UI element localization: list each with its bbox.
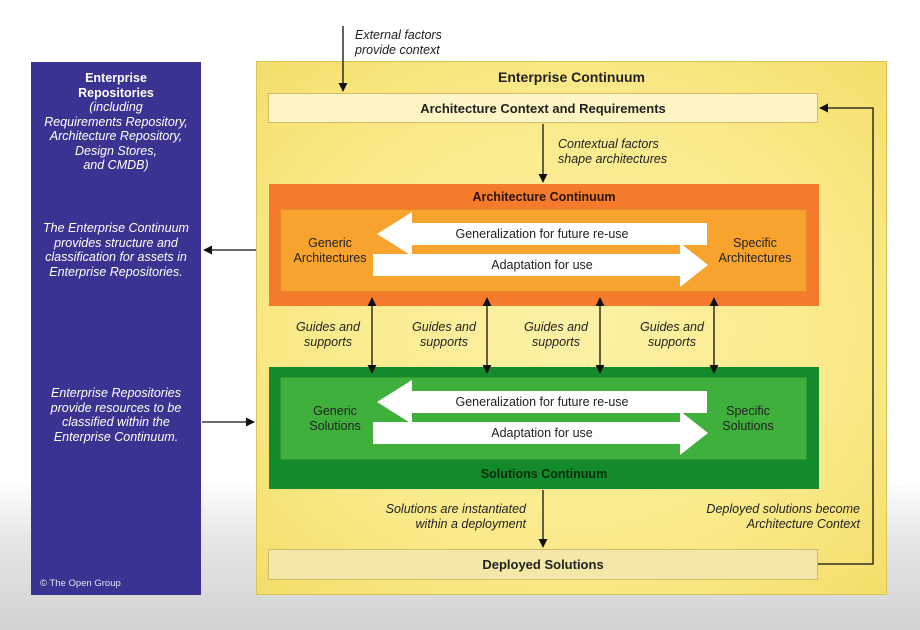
resources-classified-text: Enterprise Repositories provide resource… <box>50 386 182 444</box>
guides-supports-label-4: Guides and supports <box>640 320 704 349</box>
specific-architectures-label: Specific Architectures <box>718 236 792 265</box>
architecture-context-label: Architecture Context and Requirements <box>420 100 666 116</box>
deployed-solutions-box: Deployed Solutions <box>268 549 818 580</box>
specific-solutions-label: Specific Solutions <box>722 404 774 433</box>
guides-supports-label-2: Guides and supports <box>412 320 476 349</box>
sol-generalization-arrow <box>377 380 707 424</box>
arch-adaptation-label: Adaptation for use <box>491 258 593 272</box>
structure-classification-text: The Enterprise Continuum provides struct… <box>43 221 189 279</box>
sol-adaptation-arrow <box>373 411 708 455</box>
instantiated-label: Solutions are instantiated within a depl… <box>385 502 526 531</box>
generic-solutions-label: Generic Solutions <box>309 404 361 433</box>
enterprise-continuum-box <box>256 61 887 595</box>
architecture-continuum-title: Architecture Continuum <box>472 190 616 204</box>
solutions-continuum-title: Solutions Continuum <box>480 467 608 481</box>
repositories-title: Enterprise Repositories (including Requi… <box>44 71 188 172</box>
enterprise-continuum-title: Enterprise Continuum <box>497 69 645 85</box>
arch-generalization-arrow <box>377 212 707 256</box>
feedback-loop-arrow <box>818 103 874 565</box>
architecture-continuum-inner <box>280 209 807 292</box>
enterprise-repositories-panel: Enterprise Repositories (including Requi… <box>31 62 201 595</box>
generic-architectures-label: Generic Architectures <box>293 236 367 265</box>
solutions-continuum-inner <box>280 377 807 460</box>
copyright-text: © The Open Group <box>40 578 121 589</box>
deployed-become-label: Deployed solutions become Architecture C… <box>706 502 860 531</box>
sol-generalization-label: Generalization for future re-use <box>455 395 629 409</box>
arch-adaptation-arrow <box>373 243 708 287</box>
guides-supports-label-3: Guides and supports <box>524 320 588 349</box>
architecture-context-box: Architecture Context and Requirements <box>268 93 818 123</box>
guides-supports-label-1: Guides and supports <box>296 320 360 349</box>
deployed-solutions-label: Deployed Solutions <box>482 557 604 572</box>
sol-adaptation-label: Adaptation for use <box>491 426 593 440</box>
contextual-factors-label: Contextual factors shape architectures <box>558 137 668 166</box>
arch-generalization-label: Generalization for future re-use <box>455 227 629 241</box>
external-factors-label: External factors provide context <box>355 28 442 57</box>
